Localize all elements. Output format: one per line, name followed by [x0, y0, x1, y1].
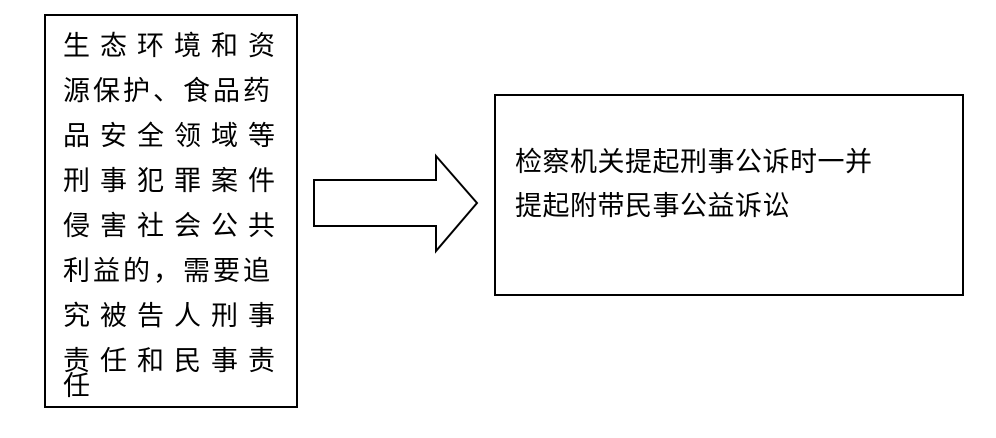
condition-line: 刑事犯罪案件	[63, 166, 285, 197]
condition-line: 利益的，需要追	[63, 256, 273, 287]
condition-line: 生态环境和资	[63, 31, 285, 62]
result-line: 提起附带民事公益诉讼	[515, 191, 790, 222]
condition-line: 品安全领域等	[63, 121, 285, 152]
result-box: 检察机关提起刑事公诉时一并 提起附带民事公益诉讼	[494, 94, 964, 296]
condition-line: 责任和民事责	[63, 346, 285, 377]
condition-line: 源保护、食品药	[63, 76, 273, 107]
result-line: 检察机关提起刑事公诉时一并	[515, 147, 873, 178]
condition-line: 任	[63, 371, 100, 402]
condition-box: 生态环境和资 源保护、食品药 品安全领域等 刑事犯罪案件 侵害社会公共 利益的，…	[44, 14, 298, 408]
condition-line: 究被告人刑事	[63, 301, 285, 332]
condition-line: 侵害社会公共	[63, 211, 285, 242]
